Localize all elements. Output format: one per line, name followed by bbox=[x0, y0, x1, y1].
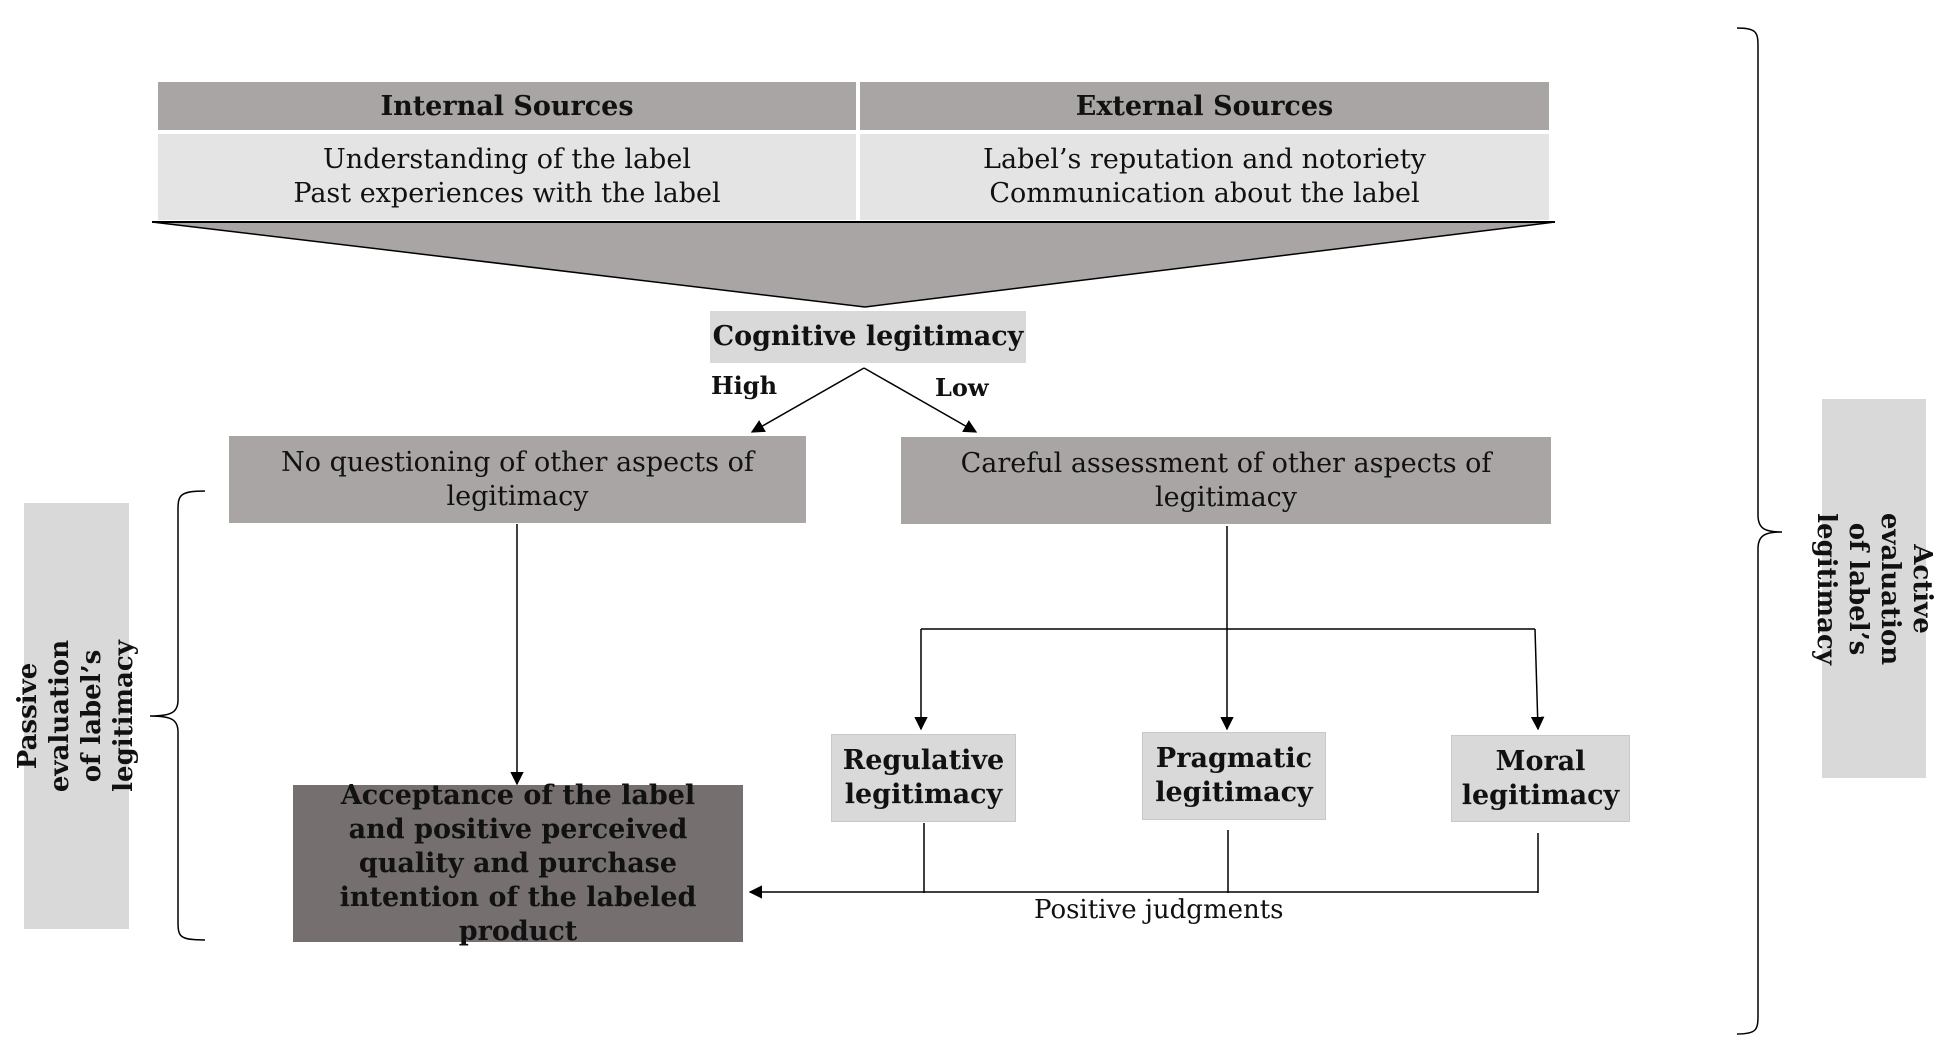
passive-evaluation-label: Passive evaluation of label’s legitimacy bbox=[13, 639, 140, 793]
low-arrow bbox=[863, 367, 978, 433]
active-evaluation-label: Active evaluation of label’s legitimacy bbox=[1811, 512, 1936, 665]
pragmatic-legitimacy-box: Pragmatic legitimacy bbox=[1142, 732, 1326, 820]
external-source-item: Label’s reputation and notoriety bbox=[983, 144, 1426, 175]
high-arrow bbox=[750, 367, 865, 433]
acceptance-outcome-box: Acceptance of the label and positive per… bbox=[293, 780, 743, 947]
passive-evaluation-label-box: Passive evaluation of label’s legitimacy bbox=[14, 503, 140, 929]
moral-legitimacy-box: Moral legitimacy bbox=[1451, 735, 1630, 822]
funnel-shape bbox=[152, 222, 1555, 307]
internal-source-item: Past experiences with the label bbox=[293, 178, 721, 209]
internal-sources-items: Understanding of the label Past experien… bbox=[158, 134, 856, 220]
positive-judgments-label: Positive judgments bbox=[1034, 895, 1284, 925]
external-sources-header: External Sources bbox=[860, 82, 1549, 130]
internal-sources-header: Internal Sources bbox=[158, 82, 856, 130]
internal-source-item: Understanding of the label bbox=[323, 144, 691, 175]
active-brace bbox=[1736, 27, 1783, 1035]
passive-brace bbox=[149, 490, 206, 941]
high-label: High bbox=[711, 371, 778, 400]
active-evaluation-label-box: Active evaluation of label’s legitimacy bbox=[1811, 399, 1936, 778]
external-sources-items: Label’s reputation and notoriety Communi… bbox=[860, 134, 1549, 220]
low-label: Low bbox=[935, 373, 989, 402]
no-questioning-box: No questioning of other aspects of legit… bbox=[229, 436, 806, 523]
cognitive-legitimacy-box: Cognitive legitimacy bbox=[710, 311, 1026, 363]
regulative-legitimacy-box: Regulative legitimacy bbox=[831, 734, 1016, 822]
careful-assessment-box: Careful assessment of other aspects of l… bbox=[901, 437, 1551, 524]
external-source-item: Communication about the label bbox=[989, 178, 1420, 209]
